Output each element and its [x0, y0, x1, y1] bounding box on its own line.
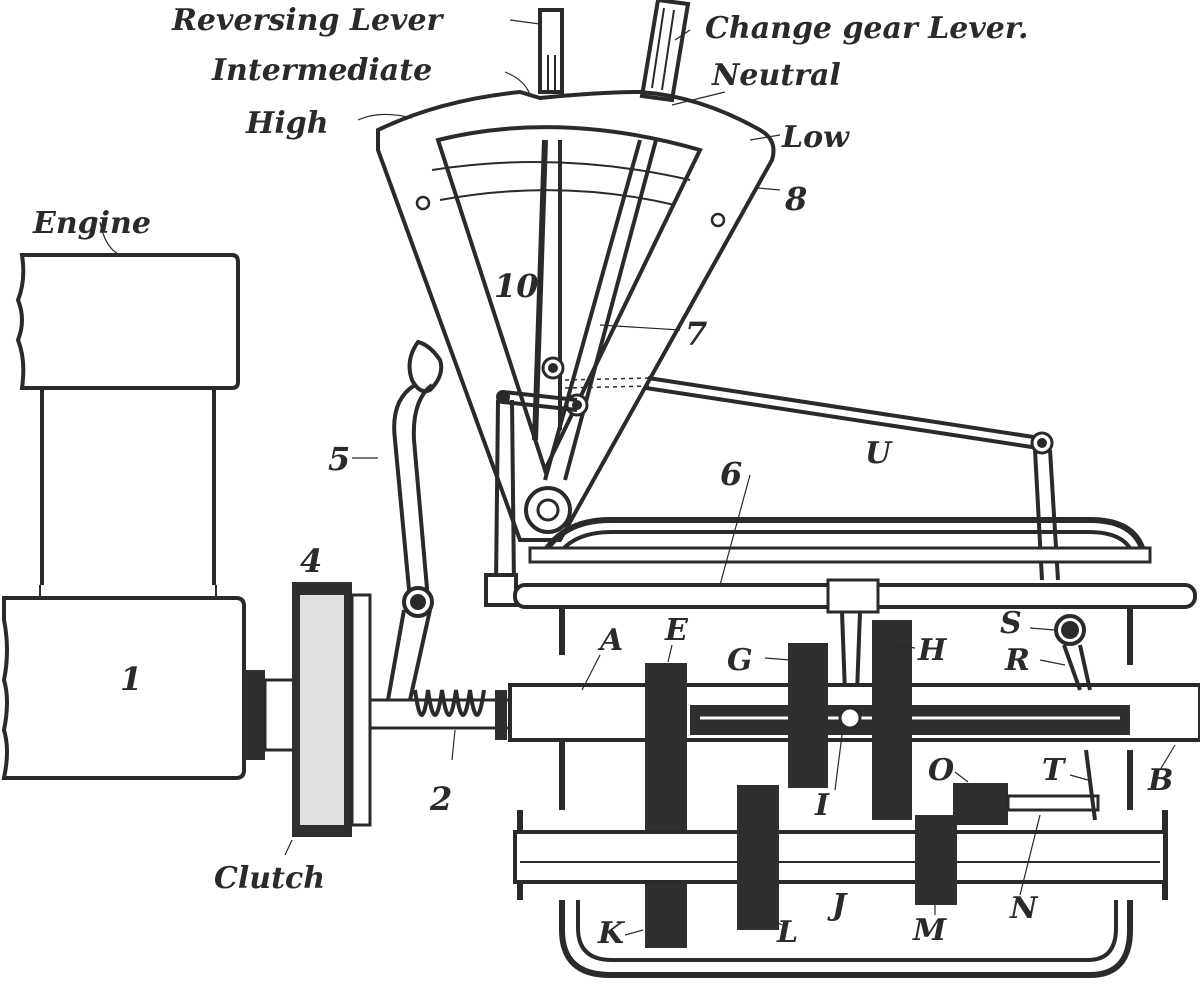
- labels: Reversing Lever Change gear Lever. Inter…: [32, 3, 1173, 951]
- letter-g: G: [727, 643, 753, 678]
- spring: [368, 689, 512, 761]
- letter-o: O: [928, 753, 954, 788]
- label-neutral: Neutral: [711, 58, 841, 93]
- gear-o: [953, 783, 1100, 825]
- part-2: 2: [429, 780, 452, 818]
- letter-b: B: [1147, 763, 1173, 798]
- letter-s: S: [1000, 606, 1022, 641]
- countershaft: [513, 830, 1167, 884]
- gear-l: [737, 785, 779, 930]
- letter-h: H: [917, 633, 948, 668]
- letter-u: U: [865, 436, 893, 471]
- part-4: 4: [300, 542, 322, 580]
- pivot-s: [1054, 614, 1097, 821]
- gear-m: [915, 815, 957, 905]
- clutch-pedal: [352, 339, 444, 701]
- leader-lines: [357, 19, 1176, 936]
- letter-r: R: [1004, 643, 1030, 678]
- clutch: [245, 582, 372, 856]
- part-8: 8: [784, 180, 807, 218]
- quadrant: [376, 0, 776, 607]
- shift-rod: [513, 474, 1197, 721]
- part-7: 7: [685, 315, 707, 353]
- part-10: 10: [494, 267, 539, 305]
- gearbox-casing: [517, 517, 1168, 978]
- letter-t: T: [1042, 753, 1067, 788]
- part-5: 5: [328, 440, 350, 478]
- letter-e: E: [664, 613, 689, 648]
- letter-j: J: [827, 888, 848, 923]
- label-low: Low: [781, 120, 850, 155]
- letter-m: M: [912, 913, 947, 948]
- link-u: [645, 376, 1060, 581]
- gear-h: [872, 620, 912, 820]
- gear-e: [645, 663, 687, 948]
- engine: [1, 221, 246, 780]
- letter-i: I: [814, 788, 830, 823]
- fork-i-pivot: [838, 706, 862, 730]
- label-reversing-lever: Reversing Lever: [171, 3, 445, 38]
- label-engine: Engine: [32, 206, 151, 241]
- label-clutch: Clutch: [214, 861, 325, 896]
- letter-a: A: [597, 623, 623, 658]
- part-1: 1: [120, 660, 142, 698]
- label-change-gear-lever: Change gear Lever.: [705, 11, 1028, 46]
- letter-n: N: [1009, 891, 1039, 926]
- label-high: High: [245, 106, 329, 141]
- label-intermediate: Intermediate: [211, 53, 432, 88]
- part-6: 6: [720, 455, 742, 493]
- letter-l: L: [776, 915, 798, 950]
- gear-g: [788, 643, 828, 788]
- letter-k: K: [597, 916, 626, 951]
